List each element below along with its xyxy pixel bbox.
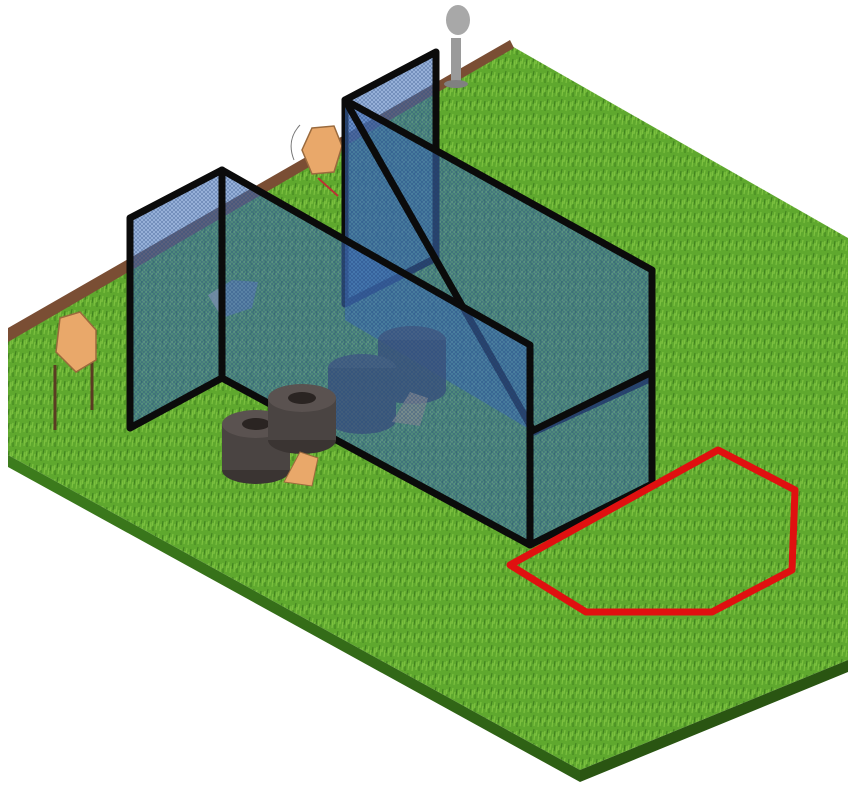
stage-diagram-svg — [0, 0, 848, 788]
stage-diagram — [0, 0, 848, 788]
